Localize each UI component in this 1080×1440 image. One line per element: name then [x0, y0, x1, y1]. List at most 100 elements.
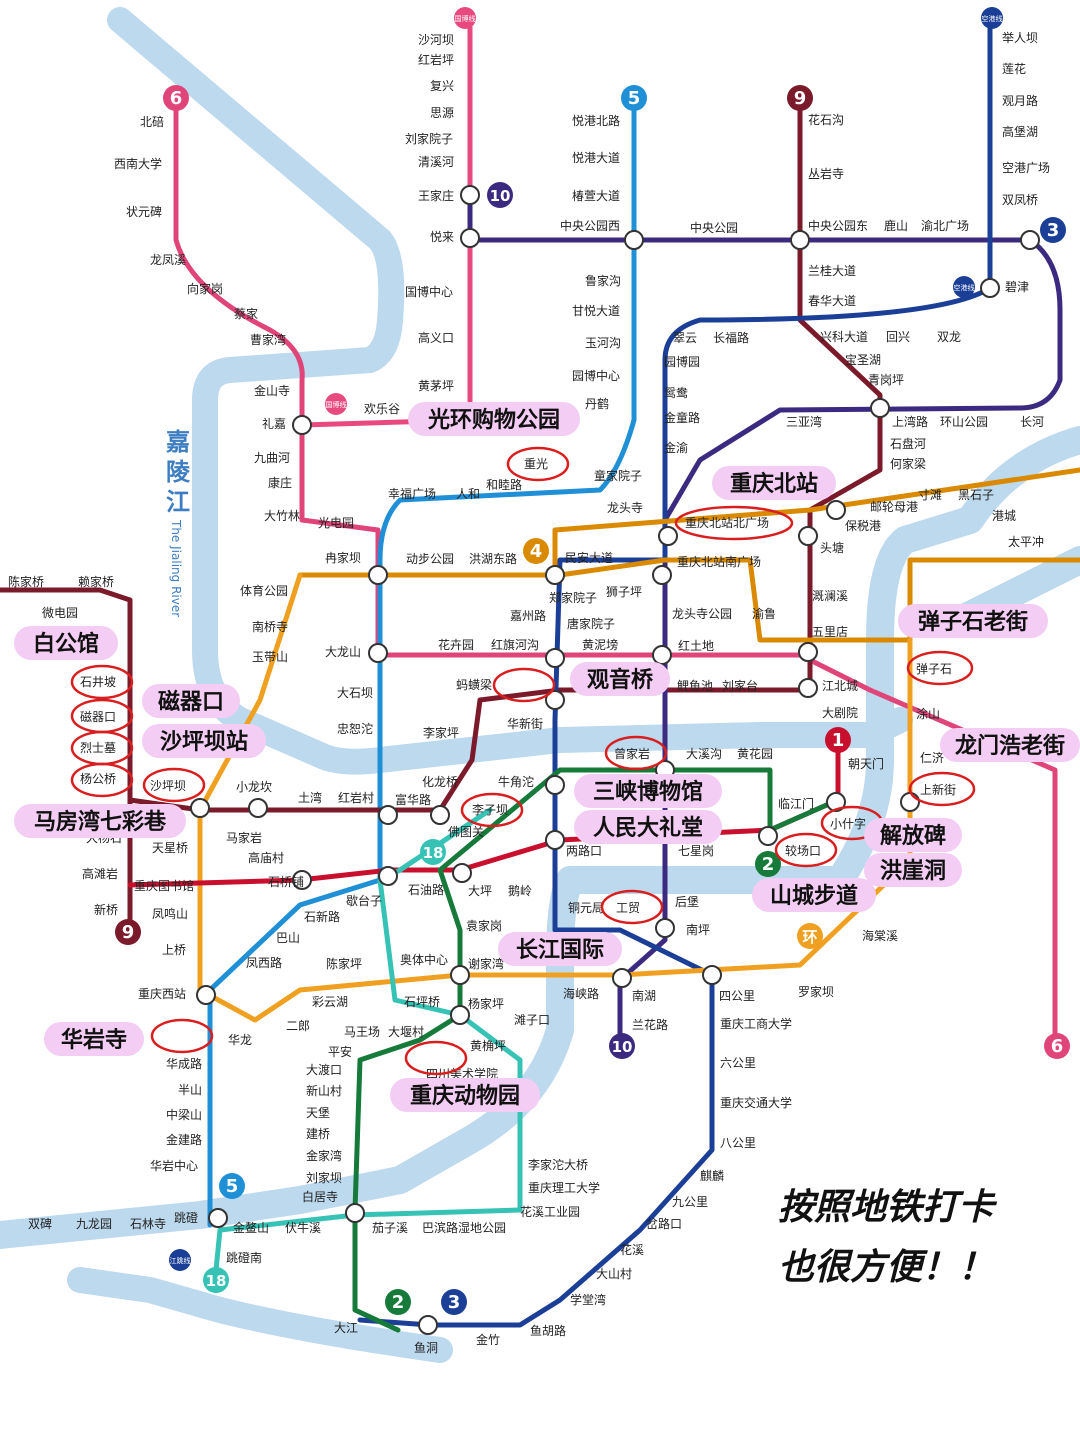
promo-caption: 按照地铁打卡 也很方便！！: [778, 1178, 994, 1298]
station-label: 鲤鱼池: [677, 679, 713, 693]
station-label: 渝鲁: [752, 606, 776, 621]
hl-renmindalitang[interactable]: 人民大礼堂: [574, 810, 722, 844]
station-label: 佛图关: [448, 825, 484, 839]
station-label: 平安: [328, 1044, 352, 1059]
hl-baigongguan[interactable]: 白公馆: [14, 626, 118, 660]
transfer-hongyancun[interactable]: [378, 805, 398, 825]
transfer-yuelai[interactable]: [460, 228, 480, 248]
station-label: 烈士墓: [80, 741, 116, 755]
station-label: 罗家坝: [798, 984, 834, 999]
station-label: 四川美术学院: [426, 1066, 498, 1081]
transfer-shangxinjie[interactable]: [900, 792, 920, 812]
hl-guanyinqiao[interactable]: 观音桥: [570, 662, 670, 696]
hl-dongwuyuan[interactable]: 重庆动物园: [390, 1078, 540, 1112]
transfer-shiqiaopu[interactable]: [292, 870, 312, 890]
station-label: 鱼洞: [414, 1341, 438, 1355]
station-label: 花卉园: [438, 637, 474, 652]
transfer-guanyinqiao[interactable]: [545, 648, 565, 668]
transfer-aotizhongxin[interactable]: [450, 965, 470, 985]
transfer-tiaodeng[interactable]: [208, 1208, 228, 1228]
station-label: 金鳌山: [233, 1220, 269, 1235]
station-label: 黄泥塝: [582, 637, 618, 652]
transfer-jiangbeicheng[interactable]: [798, 678, 818, 698]
transfer-dalongshan[interactable]: [368, 643, 388, 663]
transfer-zhongyanggongyuanxi[interactable]: [624, 230, 644, 250]
transfer-sigongli[interactable]: [702, 965, 722, 985]
transfer-yudong[interactable]: [418, 1315, 438, 1335]
station-label: 三亚湾: [786, 414, 822, 429]
svg-text:5: 5: [628, 88, 641, 109]
transfer-daping[interactable]: [452, 863, 472, 883]
transfer-chongqingbeizhan[interactable]: [652, 565, 672, 585]
hl-huayansi[interactable]: 华岩寺: [44, 1022, 144, 1056]
station-label: 天堡: [306, 1105, 330, 1120]
station-label: 邮轮母港: [870, 500, 918, 514]
svg-text:9: 9: [794, 88, 807, 109]
transfer-yangjiaping[interactable]: [450, 1005, 470, 1025]
transfer-shapingba[interactable]: [190, 798, 210, 818]
svg-text:3: 3: [448, 1292, 461, 1313]
transfer-houbao[interactable]: [655, 918, 675, 938]
station-label: 小什字: [830, 816, 866, 831]
hl-sanxia[interactable]: 三峡博物馆: [574, 774, 722, 808]
station-label: 谢家湾: [468, 956, 504, 971]
station-label: 歇台子: [346, 893, 382, 908]
hl-shanchengbudao[interactable]: 山城步道: [752, 878, 876, 912]
station-label: 朝天门: [848, 756, 884, 771]
hl-danzishi[interactable]: 弹子石老街: [898, 604, 1048, 638]
transfer-baoshuigang[interactable]: [826, 500, 846, 520]
station-label: 洪湖东路: [469, 551, 517, 566]
hl-shapingbazhan[interactable]: 沙坪坝站: [142, 724, 266, 758]
transfer-lianglukou[interactable]: [545, 830, 565, 850]
hl-ciqikou[interactable]: 磁器口: [142, 684, 240, 718]
transfer-wulidian[interactable]: [798, 642, 818, 662]
svg-text:重庆北站: 重庆北站: [730, 471, 818, 497]
transfer-toutang[interactable]: [798, 526, 818, 546]
hl-guanghuan[interactable]: 光环购物公园: [408, 402, 580, 436]
station-label: 寸滩: [918, 488, 942, 502]
circle-guanyinqiao: [492, 667, 556, 703]
station-label: 花石沟: [808, 112, 844, 127]
badge-line-2-south: 2: [385, 1289, 411, 1315]
transfer-bijin[interactable]: [980, 278, 1000, 298]
transfer-niujiaotuo[interactable]: [545, 775, 565, 795]
transfer-baijusi[interactable]: [345, 1203, 365, 1223]
transfer-huaxinjie[interactable]: [545, 690, 565, 710]
svg-text:空港线: 空港线: [954, 283, 975, 292]
station-label: 李家坪: [423, 725, 459, 740]
station-label: 上桥: [162, 943, 186, 957]
transfer-minan[interactable]: [545, 565, 565, 585]
svg-text:6: 6: [170, 88, 183, 109]
transfer-shiyoulu[interactable]: [378, 866, 398, 886]
hl-hongyadong[interactable]: 洪崖洞: [864, 853, 962, 887]
badge-line-5-south: 5: [219, 1173, 245, 1199]
transfer-beizhanbei[interactable]: [658, 526, 678, 546]
hl-longmenhao[interactable]: 龙门浩老街: [940, 728, 1080, 762]
transfer-xiaoshizi[interactable]: [826, 792, 846, 812]
circle-shijingpo: [70, 664, 134, 700]
transfer-huanshan[interactable]: [870, 398, 890, 418]
transfer-fuhualu[interactable]: [430, 805, 450, 825]
transfer-xiaolongkan[interactable]: [248, 798, 268, 818]
hl-jiefangbei[interactable]: 解放碑: [864, 818, 962, 852]
station-label: 白居寺: [302, 1189, 338, 1204]
transfer-wangjiazhuang[interactable]: [460, 185, 480, 205]
station-label: 赖家桥: [78, 574, 114, 589]
station-label: 鲁家沟: [585, 273, 621, 288]
transfer-ranjiaba[interactable]: [368, 565, 388, 585]
station-label: 海棠溪: [862, 928, 898, 943]
hl-changjiangguoji[interactable]: 长江国际: [498, 932, 622, 966]
transfer-haixialu[interactable]: [612, 968, 632, 988]
hl-beizhan[interactable]: 重庆北站: [712, 466, 836, 500]
station-label: 中央公园西: [560, 218, 620, 233]
transfer-huanxian-3[interactable]: [1020, 230, 1040, 250]
transfer-chongqingxizhan[interactable]: [196, 985, 216, 1005]
svg-text:光环购物公园: 光环购物公园: [427, 407, 560, 433]
station-label: 回兴: [886, 330, 910, 344]
hl-mafangwan[interactable]: 马房湾七彩巷: [14, 804, 186, 838]
transfer-lijia[interactable]: [292, 415, 312, 435]
transfer-hongtudi[interactable]: [652, 645, 672, 665]
transfer-jiaochangkou[interactable]: [758, 826, 778, 846]
transfer-zhongyanggongyuandong[interactable]: [790, 230, 810, 250]
